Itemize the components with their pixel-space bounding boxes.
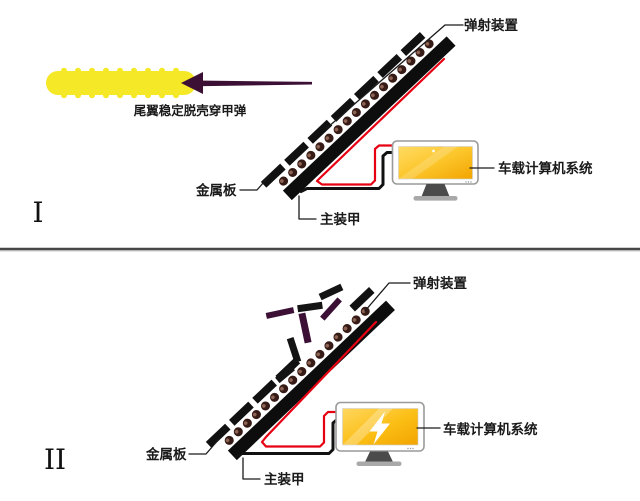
lightning-icon: [369, 411, 390, 445]
monitor-base-2: [356, 461, 402, 466]
apfsds-projectile: [46, 67, 312, 99]
metal-plate-leader-1: [239, 174, 271, 191]
penetrator-fragment: [265, 307, 295, 319]
roman-numeral-2: II: [44, 443, 66, 476]
plate-fragment: [297, 301, 323, 313]
penetrator-fragment: [320, 297, 342, 321]
sabot-body: [46, 71, 196, 95]
roman-numeral-1: I: [32, 196, 43, 229]
sabot-scallops: [61, 67, 179, 99]
sensor-wire-black-1: [299, 151, 395, 193]
plate-fragment: [275, 364, 295, 384]
plate-fragment: [318, 283, 344, 301]
metal-plate-label-1: 金属板: [195, 182, 237, 198]
metal-plates-1: [260, 30, 427, 188]
plate-fragment: [286, 337, 302, 363]
computer-label-1: 车载计算机系统: [498, 160, 593, 176]
main-armor-label-2: 主装甲: [264, 471, 305, 487]
ejector-label-1: 弹射装置: [464, 17, 518, 33]
panel-1: 尾翼稳定脱壳穿甲弹 弹射装置: [32, 17, 593, 229]
main-armor-label-1: 主装甲: [320, 211, 361, 227]
metal-plate-leader-2: [188, 438, 220, 455]
monitor-stand-2: [365, 451, 393, 462]
sensor-wire-red-2: [260, 320, 378, 448]
penetrator-fragment: [298, 312, 312, 344]
computer-monitor-1: [391, 140, 479, 201]
computer-label-2: 车载计算机系统: [443, 421, 538, 437]
metal-plate-label-2: 金属板: [145, 446, 187, 462]
main-armor-2: [227, 300, 395, 461]
ejector-label-2: 弹射装置: [413, 275, 467, 291]
penetrator-rod: [196, 80, 312, 87]
armor-assembly-1: [260, 30, 456, 201]
ejector-charges-highlight-1: [280, 41, 430, 183]
ejector-leader-1: [326, 24, 464, 129]
projectile-label: 尾翼稳定脱壳穿甲弹: [134, 103, 247, 118]
monitor-base-1: [413, 196, 458, 201]
panel-2: 弹射装置 金属板 主装甲 车载计算机系统 II: [44, 275, 538, 487]
monitor-stand-1: [421, 184, 450, 197]
monitor-menu-dots-2: [407, 447, 414, 450]
monitor-screen-2: [342, 408, 419, 446]
monitor-screen-1: [398, 146, 473, 180]
main-armor-leader-2: [242, 457, 261, 480]
screen-highlight-dot: [432, 149, 435, 153]
sensor-wire-black-2: [234, 418, 338, 458]
computer-monitor-2: [335, 401, 425, 466]
penetrator-cone: [181, 72, 203, 94]
screen-sheen-1: [398, 146, 458, 179]
sensor-wire-red-1: [315, 57, 446, 186]
main-armor-1: [282, 36, 456, 201]
monitor-menu-dots-1: [465, 181, 472, 183]
debris-fragments: [265, 283, 344, 384]
metal-plate-top-2: [349, 287, 375, 312]
main-armor-leader-1: [298, 195, 317, 220]
ejector-leader-2: [364, 282, 411, 312]
